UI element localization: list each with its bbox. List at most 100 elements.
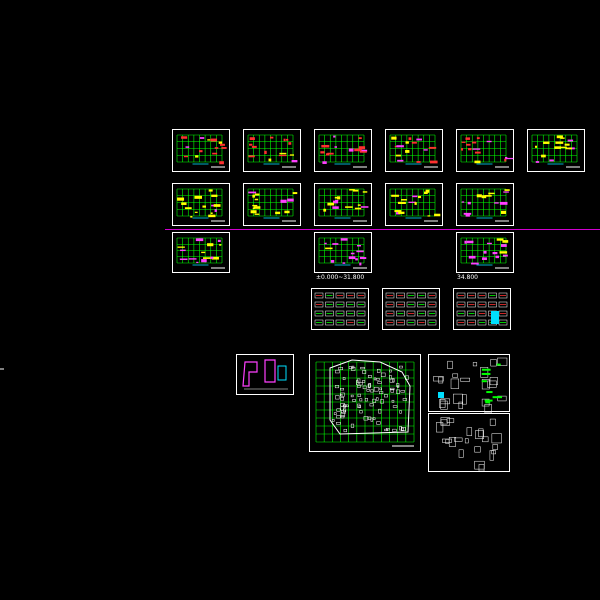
plan-element <box>334 196 338 199</box>
plan-element <box>325 247 333 250</box>
plan-sheet-r1-5[interactable] <box>456 129 514 172</box>
pile-cap <box>336 422 341 425</box>
pile-cap <box>389 387 395 391</box>
sheet-frame <box>456 232 514 273</box>
detail-box <box>406 301 416 308</box>
plan-element <box>549 159 554 162</box>
detail-box <box>456 301 466 308</box>
detail-sheet-right-bottom[interactable] <box>428 413 510 472</box>
plan-sheet-r1-4[interactable] <box>385 129 443 172</box>
sheet-frame <box>243 183 301 226</box>
detail-sheet-2[interactable] <box>382 288 440 330</box>
plan-element <box>196 261 199 264</box>
plan-sheet-r3-2[interactable] <box>314 232 372 273</box>
plan-element <box>423 149 428 151</box>
detail-element <box>491 450 496 455</box>
plan-element <box>211 256 219 260</box>
pile-cap <box>342 377 346 380</box>
plan-element <box>391 136 397 140</box>
pile-cap <box>380 372 386 377</box>
plan-sheet-r3-1[interactable] <box>172 232 230 273</box>
plan-element <box>360 149 368 152</box>
plan-element <box>195 238 204 242</box>
pile-cap <box>367 416 372 420</box>
plan-element <box>180 249 186 252</box>
foundation-plan-sheet[interactable] <box>309 354 421 452</box>
plan-element <box>464 240 467 244</box>
plan-sheet-r2-4[interactable] <box>385 183 443 226</box>
sheet-frame <box>385 183 443 226</box>
plan-element <box>199 137 205 139</box>
plan-sheet-r1-3[interactable] <box>314 129 372 172</box>
plan-element <box>201 251 206 254</box>
plan-element <box>398 211 405 214</box>
detail-sheet-1[interactable] <box>311 288 369 330</box>
detail-box <box>385 319 395 326</box>
plan-element <box>335 199 339 202</box>
stair-detail-sheet[interactable] <box>236 354 294 395</box>
detail-box <box>396 301 405 308</box>
plan-element <box>211 194 218 197</box>
plan-sheet-r3-3[interactable] <box>456 232 514 273</box>
plan-element <box>414 202 417 205</box>
plan-element <box>481 195 487 199</box>
pile-cap <box>359 398 363 402</box>
pile-cap <box>357 403 361 408</box>
plan-sheet-r1-6[interactable] <box>527 129 585 172</box>
plan-element <box>428 146 437 149</box>
sheet-frame <box>456 129 514 172</box>
plan-element <box>560 137 565 139</box>
plan-element <box>275 211 281 215</box>
pile-cap <box>362 380 366 383</box>
plan-element <box>327 152 334 155</box>
detail-box <box>488 292 497 299</box>
plan-element <box>285 138 289 141</box>
plan-element <box>322 161 327 164</box>
plan-element <box>289 154 295 156</box>
detail-box <box>427 310 437 317</box>
plan-sheet-r2-3[interactable] <box>314 183 372 226</box>
plan-element <box>482 257 487 261</box>
detail-element <box>487 380 497 388</box>
plan-element <box>332 206 339 209</box>
pile-cap <box>376 397 379 401</box>
plan-sheet-r1-1[interactable] <box>172 129 230 172</box>
detail-box <box>335 301 345 308</box>
plan-element <box>177 197 185 201</box>
plan-element <box>269 136 274 139</box>
plan-element <box>362 191 368 193</box>
pile-cap <box>370 417 373 422</box>
plan-element <box>424 191 428 195</box>
pile-cap <box>369 403 374 407</box>
plan-element <box>252 194 256 198</box>
plan-element <box>287 198 294 202</box>
detail-box <box>356 310 366 317</box>
plan-sheet-r2-5[interactable] <box>456 183 514 226</box>
pile-cap <box>348 366 353 369</box>
pile-cap <box>399 410 402 414</box>
detail-box <box>427 319 437 326</box>
detail-sheet-right-top[interactable] <box>428 354 510 414</box>
plan-element <box>554 146 562 149</box>
detail-sheet-3[interactable] <box>453 288 511 330</box>
plan-sheet-r2-1[interactable] <box>172 183 230 226</box>
plan-element <box>251 145 257 148</box>
detail-element <box>489 377 498 386</box>
plan-element <box>429 160 438 164</box>
sheet-frame <box>236 354 294 395</box>
detail-element <box>454 437 463 442</box>
pile-cap <box>343 404 346 408</box>
plan-sheet-r2-2[interactable] <box>243 183 301 226</box>
stair-outline <box>277 365 287 381</box>
plan-sheet-r1-2[interactable] <box>243 129 301 172</box>
pile-cap <box>405 375 409 380</box>
plan-element <box>279 152 287 155</box>
pile-cap <box>359 382 363 386</box>
plan-element <box>468 255 476 259</box>
detail-element <box>440 400 448 410</box>
pile-cap <box>383 394 388 398</box>
plan-element <box>350 252 355 255</box>
plan-element <box>465 137 471 140</box>
detail-box <box>406 292 416 299</box>
